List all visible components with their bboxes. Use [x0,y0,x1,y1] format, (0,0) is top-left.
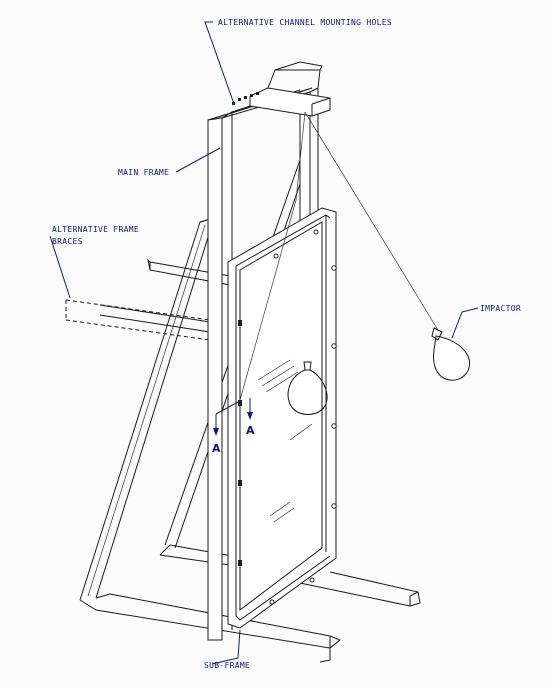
sub-frame [227,207,337,629]
mounting-holes-label: ALTERNATIVE CHANNEL MOUNTING HOLES [218,18,392,27]
braces-label-line2: BRACES [52,237,83,246]
section-markers: A A [212,398,255,455]
leader-lines [49,21,479,665]
section-a-right-label: A [246,424,255,437]
labels: ALTERNATIVE CHANNEL MOUNTING HOLES MAIN … [52,18,521,670]
braces-label-line1: ALTERNATIVE FRAME [52,225,139,234]
impactor-label: IMPACTOR [480,304,521,313]
section-a-left-label: A [212,442,221,455]
sub-frame-label: SUB-FRAME [204,661,250,670]
main-frame-label: MAIN FRAME [118,168,169,177]
impactor-assembly [239,111,470,415]
